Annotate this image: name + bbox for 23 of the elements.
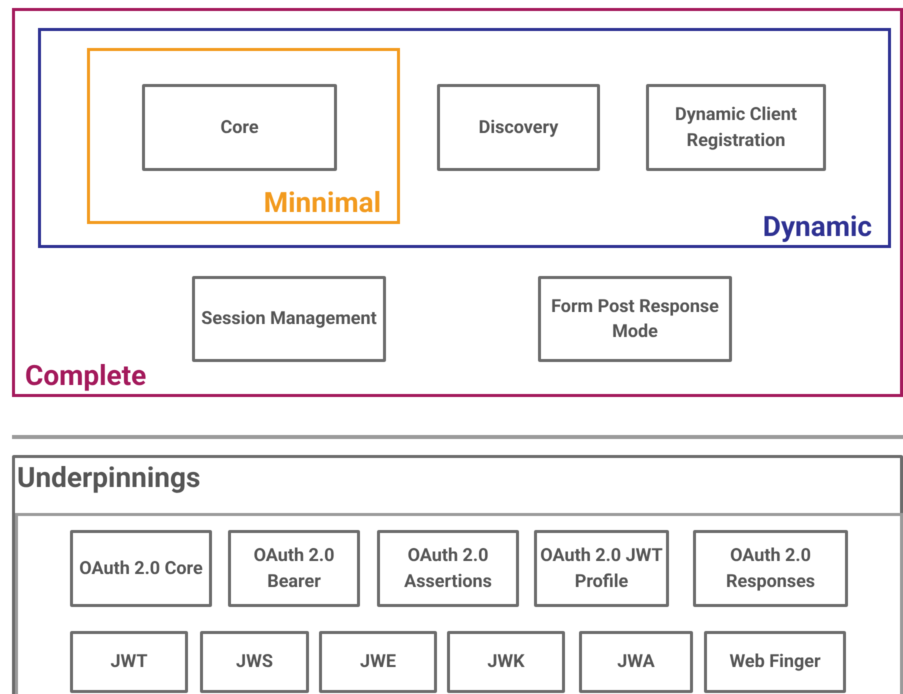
spec-box: OAuth 2.0 Assertions [377, 530, 519, 607]
spec-box: OAuth 2.0 Responses [693, 530, 848, 607]
spec-box: Form Post Response Mode [538, 276, 732, 362]
spec-box: Discovery [437, 84, 600, 171]
group-frame [38, 28, 891, 248]
group-frame [87, 48, 400, 224]
group-frame [12, 8, 903, 397]
spec-box: JWS [200, 631, 309, 693]
spec-box: JWA [579, 631, 693, 693]
spec-box: OAuth 2.0 Core [70, 530, 212, 607]
spec-box: JWE [319, 631, 437, 693]
spec-box: Dynamic Client Registration [646, 84, 826, 171]
spec-box: OAuth 2.0 JWT Profile [534, 530, 669, 607]
spec-box: JWT [70, 631, 188, 693]
group-heading: Complete [25, 359, 146, 392]
spec-box: Session Management [192, 276, 386, 362]
section-heading: Underpinnings [17, 460, 200, 496]
spec-box: JWK [447, 631, 565, 693]
spec-box: Web Finger [704, 631, 846, 693]
spec-box: Core [142, 84, 337, 171]
group-heading: Minnimal [264, 186, 381, 219]
group-heading: Dynamic [762, 210, 872, 243]
spec-box: OAuth 2.0 Bearer [228, 530, 360, 607]
